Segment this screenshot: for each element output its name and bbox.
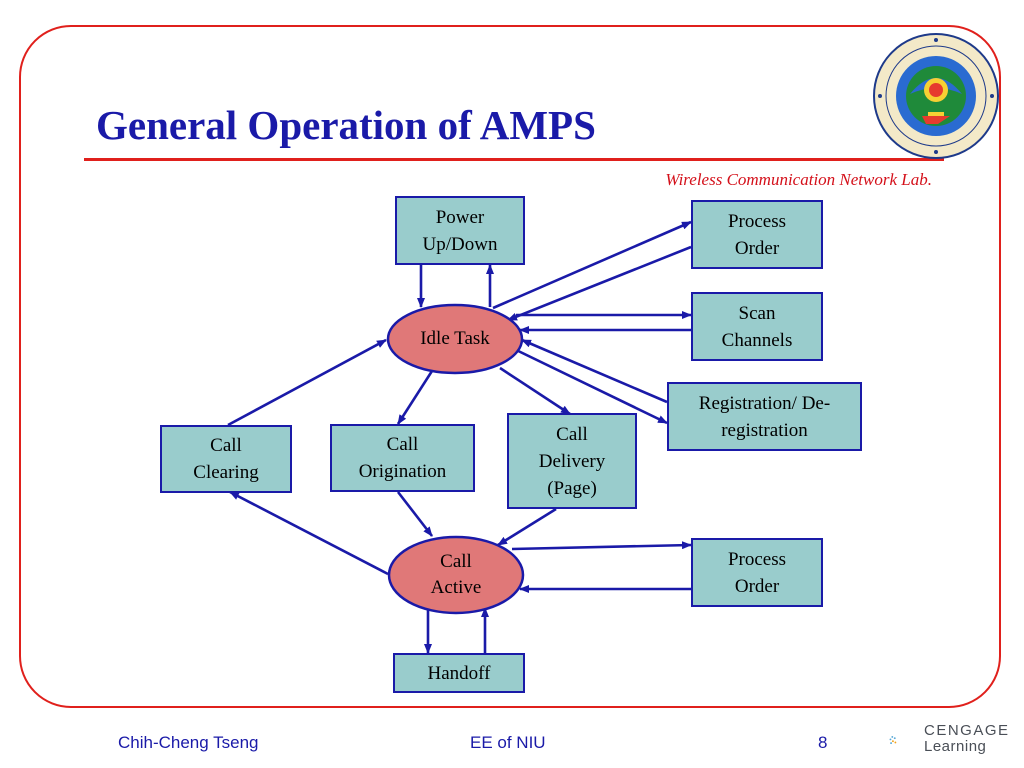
slide-title: General Operation of AMPS xyxy=(96,102,596,148)
node-idle-task: Idle Task xyxy=(420,328,490,349)
node-call-clearing: Call Clearing xyxy=(160,425,292,493)
footer-department: EE of NIU xyxy=(470,733,546,752)
node-process-order-top: Process Order xyxy=(691,200,823,269)
arrow-idle-to-registration xyxy=(509,345,668,425)
node-registration: Registration/ De- registration xyxy=(667,382,862,451)
call-active-oval xyxy=(387,535,525,615)
node-power-up-down: Power Up/Down xyxy=(395,196,525,265)
node-call-origination: Call Origination xyxy=(330,424,475,492)
publisher-name: CENGAGE xyxy=(924,722,1010,739)
node-call-delivery: Call Delivery (Page) xyxy=(507,413,637,509)
arrow-registration-to-idle xyxy=(521,338,668,404)
node-scan-channels: Scan Channels xyxy=(691,292,823,361)
publisher-subtitle: Learning xyxy=(924,738,987,755)
arrow-idle-to-process-order-top xyxy=(492,220,692,310)
arrow-idle-to-delivery xyxy=(499,366,571,416)
cengage-logo-icon xyxy=(889,736,897,744)
title-underline xyxy=(84,158,944,161)
footer-page-number: 8 xyxy=(818,733,828,752)
node-handoff: Handoff xyxy=(393,653,525,693)
slide-frame xyxy=(19,25,1001,708)
idle-task-oval xyxy=(386,303,524,375)
arrow-delivery-to-active xyxy=(497,507,557,547)
arrow-origination-to-active xyxy=(396,491,434,537)
arrow-idle-to-origination xyxy=(396,370,434,425)
arrow-active-to-process-order-bottom xyxy=(511,541,692,551)
node-process-order-bottom: Process Order xyxy=(691,538,823,607)
university-seal-logo xyxy=(873,33,999,159)
arrow-process-order-top-to-idle xyxy=(507,245,692,322)
node-call-active: Call Active xyxy=(430,551,482,598)
footer-author: Chih-Cheng Tseng xyxy=(118,733,259,752)
arrow-clearing-to-idle xyxy=(227,338,387,427)
lab-label: Wireless Communication Network Lab. xyxy=(665,170,932,189)
arrow-active-to-clearing xyxy=(229,490,389,576)
